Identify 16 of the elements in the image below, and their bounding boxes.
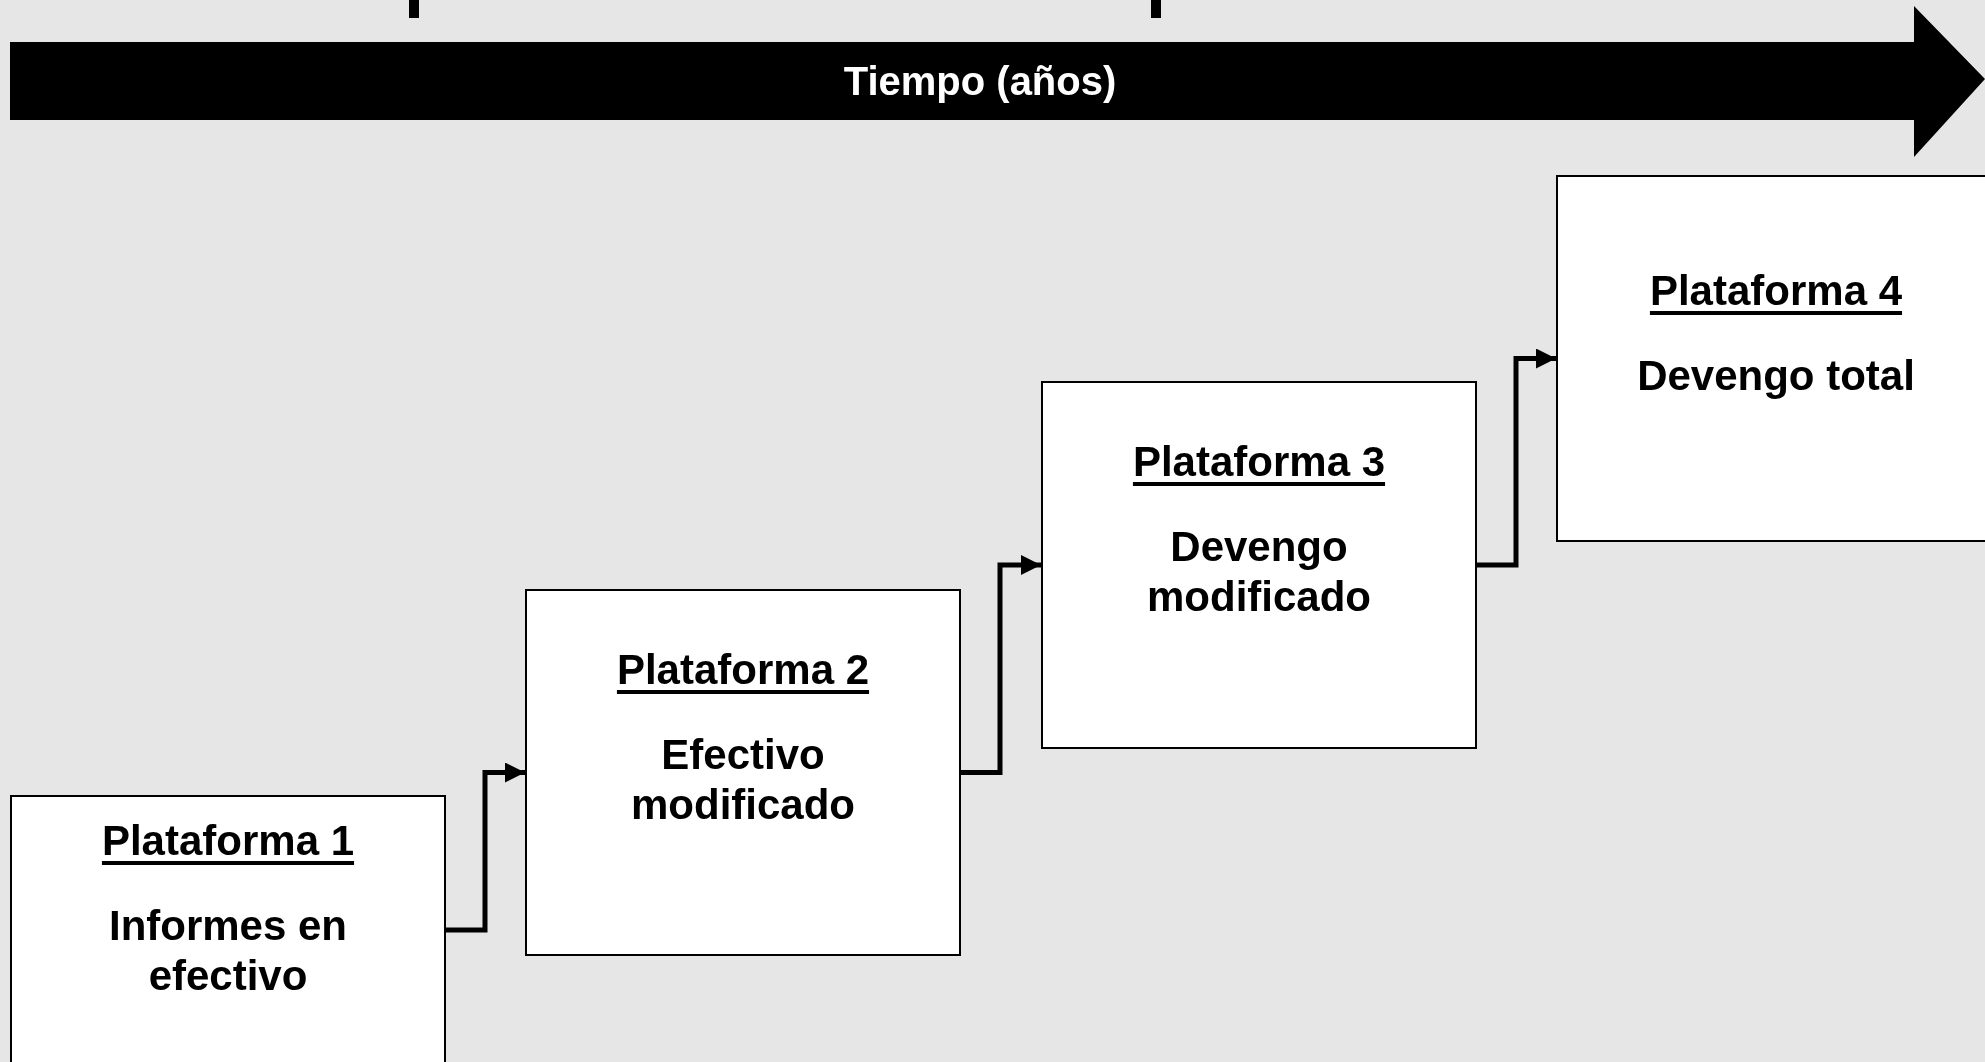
stage-box bbox=[1556, 175, 1985, 542]
stage-heading: Plataforma 2 bbox=[616, 646, 870, 694]
stage-box bbox=[1041, 381, 1477, 749]
stage-description: Devengo total bbox=[1636, 351, 1916, 401]
arrow bbox=[961, 555, 1041, 775]
arrow bbox=[1477, 348, 1556, 568]
stage-heading: Plataforma 3 bbox=[1132, 438, 1386, 486]
axis-label: Tiempo (años) bbox=[843, 59, 1117, 103]
stage-box bbox=[10, 795, 446, 1062]
stage-description: Efectivo modificado bbox=[630, 730, 856, 831]
stage-box bbox=[525, 589, 961, 956]
stage-heading: Plataforma 1 bbox=[101, 817, 355, 865]
stage-description: Devengo modificado bbox=[1146, 522, 1372, 623]
stage-heading: Plataforma 4 bbox=[1649, 267, 1903, 315]
stage-description: Informes en efectivo bbox=[107, 901, 349, 1002]
arrow bbox=[446, 762, 525, 933]
